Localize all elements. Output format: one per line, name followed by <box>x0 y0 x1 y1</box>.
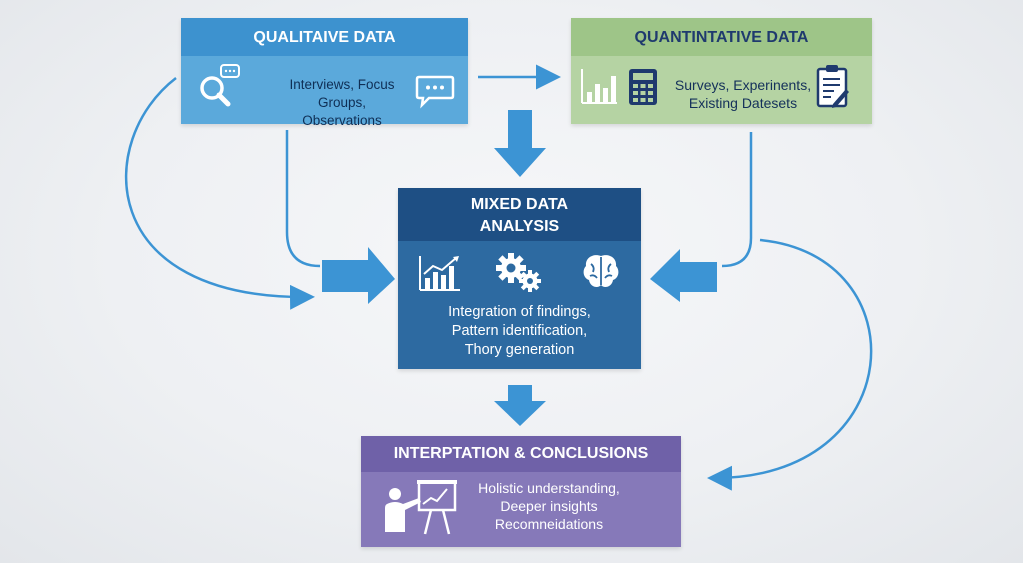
interpretation-conclusions-title: INTERPTATION & CONCLUSIONS <box>361 436 681 472</box>
quantitative-data-box: QUANTINTATIVE DATA Surveys, Experinents,… <box>571 18 872 124</box>
quantitative-line-1: Surveys, Experinents, <box>674 77 812 93</box>
qual-outer-curve-connector <box>124 77 315 310</box>
qual-inner-connector <box>285 130 321 268</box>
calculator-icon <box>629 69 657 105</box>
search-chat-icon <box>200 64 240 107</box>
quantitative-line-2: Existing Datesets <box>688 95 798 111</box>
speech-bubble-icon <box>415 75 455 109</box>
gears-icon <box>496 253 541 292</box>
down-arrow-bottom <box>494 385 546 426</box>
presentation-icon <box>385 480 457 535</box>
right-arrow-left <box>322 247 395 304</box>
quantitative-data-title: QUANTINTATIVE DATA <box>571 18 872 56</box>
left-arrow-right <box>650 249 717 302</box>
mixed-data-analysis-title: MIXED DATA ANALYSIS <box>398 188 641 241</box>
qualitative-line-1: Interviews, Focus Groups, <box>289 77 395 110</box>
qualitative-data-box: QUALITAIVE DATA Interviews, Focus Groups… <box>181 18 468 128</box>
qualitative-data-description: Interviews, Focus Groups, Observations <box>267 76 417 130</box>
brain-icon <box>583 255 619 288</box>
down-arrow-top <box>494 110 546 177</box>
qualitative-line-2: Observations <box>302 113 382 128</box>
interpretation-line-2: Deeper insights <box>500 498 598 514</box>
bar-chart-icon <box>581 69 617 104</box>
quantitative-data-description: Surveys, Experinents, Existing Datesets <box>671 76 815 112</box>
interpretation-conclusions-description: Holistic understanding, Deeper insights … <box>469 479 629 533</box>
mixed-data-analysis-box: MIXED DATA ANALYSIS Integration of fi <box>398 188 641 369</box>
mixed-title-line-1: MIXED DATA <box>470 196 569 213</box>
mixed-line-3: Thory generation <box>464 342 575 358</box>
mixed-data-analysis-description: Integration of findings, Pattern identif… <box>398 303 641 360</box>
interpretation-line-1: Holistic understanding, <box>478 480 620 496</box>
quant-outer-curve-connector <box>707 238 873 491</box>
mixed-line-2: Pattern identification, <box>451 323 588 339</box>
quant-inner-connector <box>721 132 753 268</box>
interpretation-conclusions-box: INTERPTATION & CONCLUSIONS Holistic unde… <box>361 436 681 547</box>
interpretation-line-3: Recomneidations <box>494 516 604 532</box>
mixed-line-1: Integration of findings, <box>448 304 591 320</box>
line-chart-icon <box>419 256 460 291</box>
mixed-title-line-2: ANALYSIS <box>479 218 560 235</box>
qualitative-data-title: QUALITAIVE DATA <box>181 18 468 56</box>
clipboard-icon <box>816 65 849 108</box>
